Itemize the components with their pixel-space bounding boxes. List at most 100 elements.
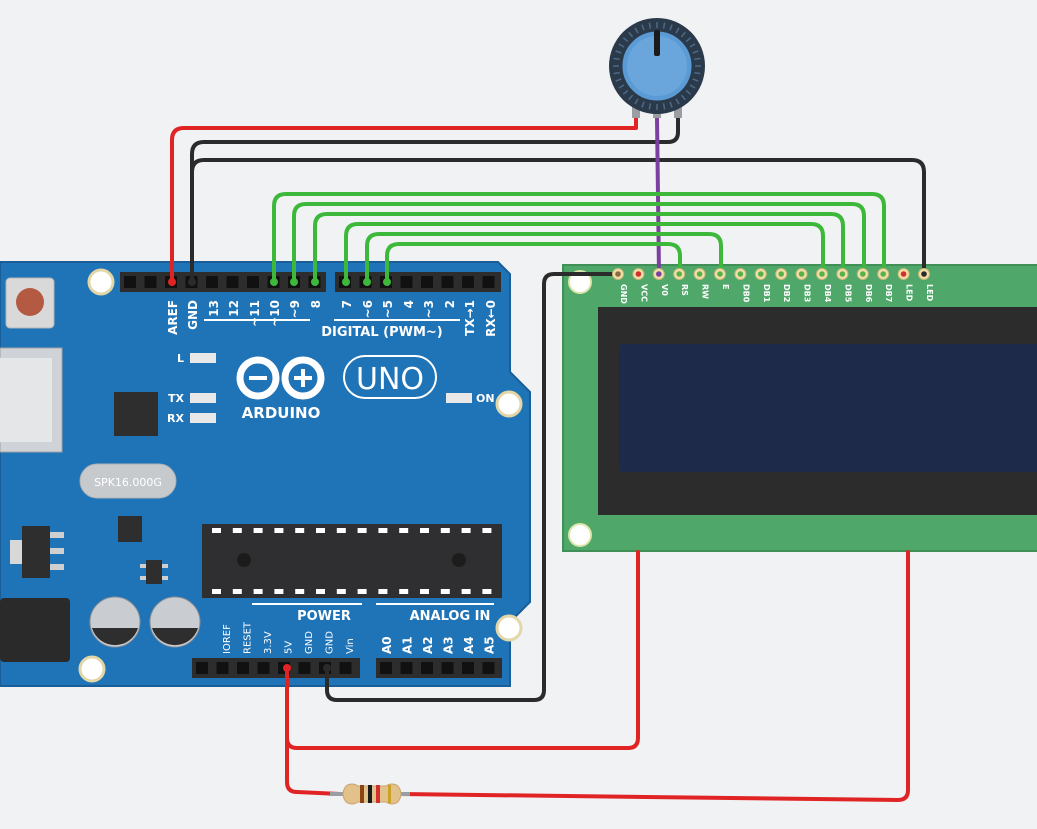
arduino-brand-label: ARDUINO	[242, 404, 321, 422]
wire-d5-rs[interactable]	[385, 242, 682, 284]
header-pin-socket[interactable]	[441, 662, 454, 674]
wire-pot-power[interactable]	[170, 112, 638, 284]
header-pin-socket[interactable]	[206, 276, 218, 288]
header-pin-socket[interactable]	[400, 276, 413, 288]
wire-endpoints	[168, 278, 391, 672]
lcd-pin-label: RW	[701, 284, 710, 299]
wire-lcd-led-ground[interactable]	[190, 158, 926, 284]
header-pin-socket[interactable]	[421, 276, 433, 288]
capacitor	[89, 596, 141, 648]
power-header	[192, 658, 360, 678]
analog-pin-label: A3	[442, 636, 456, 654]
potentiometer[interactable]	[609, 18, 705, 118]
header-pin-socket[interactable]	[400, 662, 413, 674]
wire-d10-db5[interactable]	[313, 212, 845, 284]
capacitor	[149, 596, 201, 648]
wire-d9-db4[interactable]	[344, 222, 825, 284]
mounting-hole	[78, 655, 106, 683]
lcd-pin[interactable]	[856, 268, 869, 280]
crystal-oscillator: SPK16.000G	[79, 463, 177, 499]
header-pin-socket[interactable]	[124, 276, 136, 288]
header-pin-socket[interactable]	[441, 276, 454, 288]
header-pin-socket[interactable]	[462, 662, 474, 674]
lcd-pin[interactable]	[652, 268, 665, 280]
header-pin-socket[interactable]	[216, 662, 229, 674]
led-rx	[190, 413, 216, 423]
header-pin-socket[interactable]	[339, 662, 352, 674]
analog-pin-label: A1	[401, 636, 415, 654]
wire-d7-e[interactable]	[365, 232, 723, 284]
lcd-pin[interactable]	[673, 268, 686, 280]
infinity-logo-icon	[236, 356, 325, 400]
lcd-pin[interactable]	[795, 268, 808, 280]
digital-pin-label: RX←0	[484, 300, 498, 337]
reset-button[interactable]	[5, 277, 55, 329]
mounting-hole	[495, 390, 523, 418]
lcd-screen	[619, 344, 1037, 472]
digital-pin-label: ~10	[268, 300, 282, 327]
potentiometer-indicator	[654, 30, 660, 56]
header-pin-socket[interactable]	[298, 662, 311, 674]
analog-pin-label: A2	[421, 636, 435, 654]
power-pin-label: IOREF	[222, 624, 233, 654]
lcd-pin[interactable]	[612, 268, 624, 280]
header-pin-socket[interactable]	[247, 276, 259, 288]
lcd-pin-label: DB5	[843, 284, 852, 303]
header-pin-socket[interactable]	[196, 662, 208, 674]
arduino-uno-board[interactable]: SPK16.000G L TX RX ON ARDUINO UNO	[0, 261, 531, 687]
lcd-pin[interactable]	[734, 268, 747, 280]
power-pin-label: GND	[325, 631, 336, 654]
usb-connector	[0, 347, 63, 453]
wire-pot-ground[interactable]	[190, 112, 680, 284]
transistor	[140, 560, 168, 584]
wire-backlight[interactable]	[285, 666, 342, 796]
lcd-pin[interactable]	[816, 268, 828, 280]
analog-pin-label: A4	[462, 636, 476, 654]
lcd-pin[interactable]	[897, 268, 910, 280]
digital-pin-label: 4	[402, 300, 416, 308]
digital-pin-label: TX→1	[463, 300, 477, 336]
lcd-pin[interactable]	[836, 268, 849, 280]
led-rx-label: RX	[167, 412, 184, 425]
lcd-pin[interactable]	[918, 268, 930, 280]
analog-header-label: ANALOG IN	[410, 609, 491, 624]
lcd-pin-label: DB2	[782, 284, 791, 302]
lcd-pin[interactable]	[775, 268, 788, 280]
wire-backlight-resistor-out[interactable]	[398, 550, 910, 802]
lcd-pin[interactable]	[877, 268, 890, 280]
header-pin-socket[interactable]	[380, 662, 392, 674]
digital-pin-label: AREF	[166, 300, 180, 335]
lcd-pin-label: GND	[619, 284, 628, 304]
header-pin-socket[interactable]	[421, 662, 433, 674]
wire-d11-db6[interactable]	[292, 202, 866, 284]
header-pin-socket[interactable]	[482, 662, 495, 674]
header-pin-socket[interactable]	[226, 276, 239, 288]
lcd-pin-label: LED	[905, 284, 914, 302]
header-pin-socket[interactable]	[462, 276, 474, 288]
voltage-regulator	[10, 526, 64, 578]
header-pin-socket[interactable]	[144, 276, 157, 288]
analog-pin-label: A0	[380, 636, 394, 654]
lcd-pin[interactable]	[754, 268, 767, 280]
power-pin-label: Vin	[345, 638, 356, 654]
lcd-pin[interactable]	[632, 268, 645, 280]
mounting-hole	[495, 614, 523, 642]
lcd-pin-label: RS	[680, 284, 689, 296]
digital-header-right	[335, 272, 501, 292]
digital-pin-label: ~9	[288, 300, 302, 318]
wire-d12-db7[interactable]	[272, 192, 886, 284]
resistor[interactable]	[330, 783, 410, 805]
power-pin-label: RESET	[243, 621, 254, 654]
lcd-pin[interactable]	[714, 268, 726, 280]
power-pin-label: 5V	[284, 641, 295, 654]
lcd-pin[interactable]	[693, 268, 706, 280]
analog-pin-label: A5	[483, 636, 497, 654]
header-pin-socket[interactable]	[237, 662, 249, 674]
header-pin-socket[interactable]	[482, 276, 495, 288]
wire-lcd-ground[interactable]	[325, 272, 620, 702]
wires	[170, 112, 926, 802]
lcd-mounting-hole	[568, 270, 592, 294]
digital-pin-label: 8	[309, 300, 323, 308]
header-pin-socket[interactable]	[257, 662, 270, 674]
